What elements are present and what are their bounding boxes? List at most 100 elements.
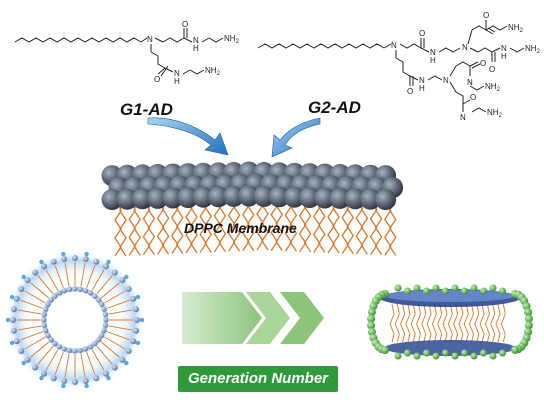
surface-dendrimer-bead <box>413 352 421 360</box>
surface-dendrimer-bead <box>489 352 497 360</box>
edge-dendrimer-bead <box>369 302 378 311</box>
lipid-tail <box>100 341 120 358</box>
outer-head-bead <box>134 317 140 323</box>
atom-h-label: H <box>174 77 180 86</box>
lipid-tail <box>17 325 42 331</box>
g2-ad-label: G2-AD <box>308 98 361 117</box>
lipid-head-bead <box>283 186 305 208</box>
atom-o-label: O <box>419 29 425 38</box>
edge-dendrimer-bead <box>522 302 531 311</box>
outer-head-bead <box>119 277 126 284</box>
atom-o-label: O <box>470 93 476 102</box>
atom-h-label: H <box>193 44 199 53</box>
inner-head-bead <box>96 297 102 303</box>
surface-dendrimer-bead <box>413 284 421 292</box>
outer-head-bead <box>111 269 118 276</box>
lipid-head-bead <box>359 188 381 210</box>
lipid-tail <box>384 201 392 256</box>
lipid-tail <box>37 275 54 295</box>
lipid-tail <box>37 345 54 365</box>
outer-head-bead <box>18 286 25 292</box>
dendrimer-bead <box>21 274 26 280</box>
lipid-tail <box>30 341 50 358</box>
inner-head-bead <box>88 344 93 350</box>
surface-dendrimer-bead <box>404 287 411 295</box>
edge-dendrimer-bead <box>367 321 376 330</box>
liposome <box>5 250 145 390</box>
outer-head-bead <box>18 348 25 354</box>
nh2-label: NH2 <box>224 34 240 45</box>
atom-o-label: O <box>480 59 486 68</box>
lipid-tail <box>20 299 44 309</box>
outer-head-bead <box>125 286 132 292</box>
lipid-tail <box>185 198 193 254</box>
surface-dendrimer-bead <box>451 284 459 292</box>
lipid-head-bead <box>268 186 290 208</box>
dendrimer-bead <box>21 360 26 366</box>
edge-dendrimer-bead <box>524 308 533 317</box>
lipid-tail <box>104 290 126 304</box>
lipid-tail <box>389 201 397 256</box>
surface-dendrimer-bead <box>432 284 440 292</box>
outer-head-bead <box>61 255 68 262</box>
inner-head-bead <box>92 293 98 299</box>
nh2-label: NH2 <box>487 108 503 119</box>
lipid-head-bead <box>116 188 138 210</box>
g2-arrow <box>271 117 321 158</box>
atom-o-label: O <box>489 65 495 74</box>
g2-ad-structure <box>257 20 525 113</box>
surface-dendrimer-bead <box>489 284 497 292</box>
inner-head-bead <box>48 297 54 303</box>
dendrimer-bead <box>9 294 15 300</box>
inner-head-bead <box>43 328 49 334</box>
inner-head-bead <box>88 290 93 296</box>
lipid-tail <box>119 201 127 257</box>
surface-dendrimer-bead <box>461 349 468 357</box>
lipid-tail <box>495 303 501 343</box>
edge-dendrimer-bead <box>524 327 533 336</box>
nh2-label: NH2 <box>525 44 541 55</box>
inner-head-bead <box>77 286 83 292</box>
lipid-tail <box>360 199 369 255</box>
lipid-tail <box>86 265 96 289</box>
dendrimer-bead <box>139 317 145 323</box>
bicelle-disc <box>367 284 533 360</box>
outer-head-bead <box>24 356 31 363</box>
inner-head-bead <box>77 348 83 354</box>
surface-dendrimer-bead <box>499 349 506 357</box>
lipid-tail <box>133 201 141 256</box>
lipid-tail <box>190 198 198 254</box>
outer-head-bead <box>10 317 16 323</box>
inner-head-bead <box>41 312 47 318</box>
dendrimer-bead <box>9 340 15 346</box>
lipid-head-bead <box>147 187 169 209</box>
lipid-tail <box>463 303 469 343</box>
outer-head-bead <box>133 306 140 313</box>
outer-head-bead <box>133 327 140 334</box>
surface-dendrimer-bead <box>451 352 459 360</box>
lipid-tail <box>91 269 105 291</box>
surface-dendrimer-bead <box>423 349 430 357</box>
lipid-tail <box>374 200 383 256</box>
inner-head-bead <box>57 344 62 350</box>
dendrimer-bead <box>61 251 66 257</box>
dendrimer-bead <box>106 375 111 381</box>
outer-head-bead <box>93 258 100 265</box>
lipid-tail <box>108 309 133 315</box>
outer-head-bead <box>82 378 89 385</box>
outer-head-bead <box>72 379 78 385</box>
outer-head-bead <box>93 375 100 382</box>
lipid-tail <box>147 200 156 256</box>
inner-head-bead <box>45 333 51 338</box>
lipid-tail <box>474 303 480 343</box>
dendrimer-bead <box>84 251 89 257</box>
lipid-tail <box>30 282 50 299</box>
g2-ad-atom-labels: N O N H N O NH2 O N H NH2 O N H N O N NH… <box>391 11 541 122</box>
lipid-tail <box>80 353 86 378</box>
generation-number-label: Generation Number <box>178 366 338 392</box>
outer-head-bead <box>125 348 132 354</box>
atom-h-label: H <box>430 56 436 65</box>
dendrimer-bead <box>124 360 129 366</box>
lipid-tail <box>484 303 490 343</box>
lipid-tail <box>106 331 130 341</box>
